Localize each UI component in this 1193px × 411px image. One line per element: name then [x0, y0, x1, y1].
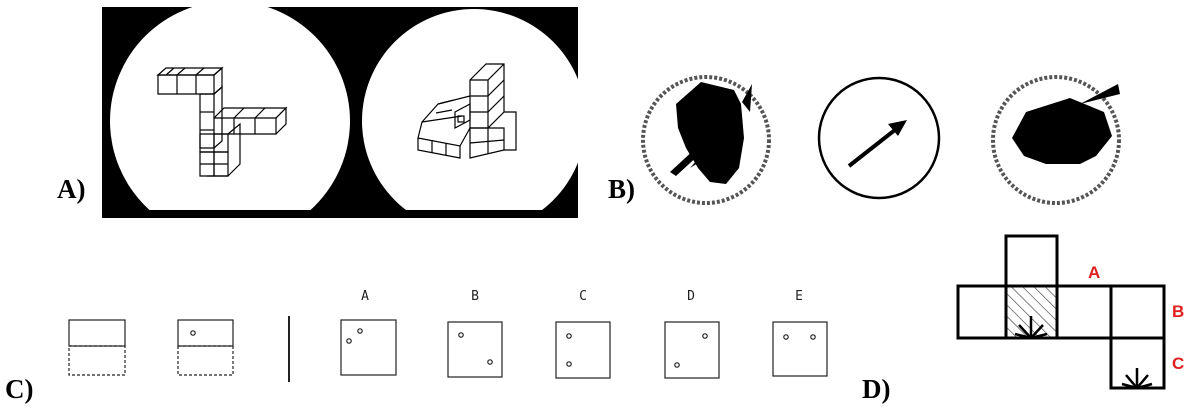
- panel-a-figure: [102, 1, 586, 241]
- panel-b-figure: [641, 75, 1121, 205]
- left-rotation-circle: [641, 75, 771, 205]
- right-stimulus-disk: [362, 9, 586, 233]
- left-blob-spike: [670, 148, 702, 176]
- right-rotation-circle: [991, 75, 1121, 205]
- panel-d-figure: [956, 234, 1166, 390]
- option-c-letter: C: [579, 289, 587, 304]
- rotation-arrow-circle: [817, 76, 941, 200]
- option-d-letter: D: [687, 289, 695, 304]
- net-face-left: [956, 284, 1008, 340]
- option-e-box: [772, 321, 828, 377]
- option-b-box: [447, 321, 503, 378]
- option-a-box: [340, 319, 397, 376]
- option-c-box: [555, 321, 611, 379]
- right-cube-figure: [417, 63, 517, 159]
- option-e-letter: E: [795, 289, 803, 304]
- fold-step-2-bottom: [177, 345, 234, 376]
- panel-c-figure: [68, 316, 828, 382]
- left-cube-figure: [156, 66, 288, 177]
- edge-label-a: A: [1088, 263, 1100, 282]
- punched-hole: [190, 330, 196, 336]
- right-blob-spike: [1030, 112, 1070, 132]
- fold-step-2-top: [177, 319, 234, 347]
- left-blob-shape: [676, 82, 744, 184]
- fold-step-1-bottom: [68, 345, 126, 376]
- panel-a-label: A): [57, 174, 86, 204]
- panel-c-option-letters: A B C D E: [361, 289, 803, 304]
- net-star-mark-2: [1121, 368, 1153, 390]
- right-blob-shape: [1012, 98, 1112, 164]
- net-face-right: [1109, 284, 1166, 340]
- edge-label-c: C: [1172, 354, 1184, 373]
- net-face-top: [1004, 234, 1059, 288]
- net-star-mark-1: [1014, 316, 1048, 340]
- option-d-box: [664, 321, 720, 379]
- option-b-letter: B: [471, 289, 479, 304]
- panel-b-label: B): [608, 174, 635, 204]
- panel-d-label: D): [862, 374, 891, 404]
- edge-label-b: B: [1172, 302, 1184, 321]
- panel-d-edge-letters: A B C: [1088, 263, 1184, 373]
- left-stimulus-disk: [110, 1, 350, 241]
- net-face-middle-right: [1055, 284, 1113, 340]
- panel-c-label: C): [5, 374, 34, 404]
- rotation-arrow-icon: [847, 124, 902, 168]
- option-a-letter: A: [361, 289, 369, 304]
- fold-step-1-top: [68, 319, 126, 347]
